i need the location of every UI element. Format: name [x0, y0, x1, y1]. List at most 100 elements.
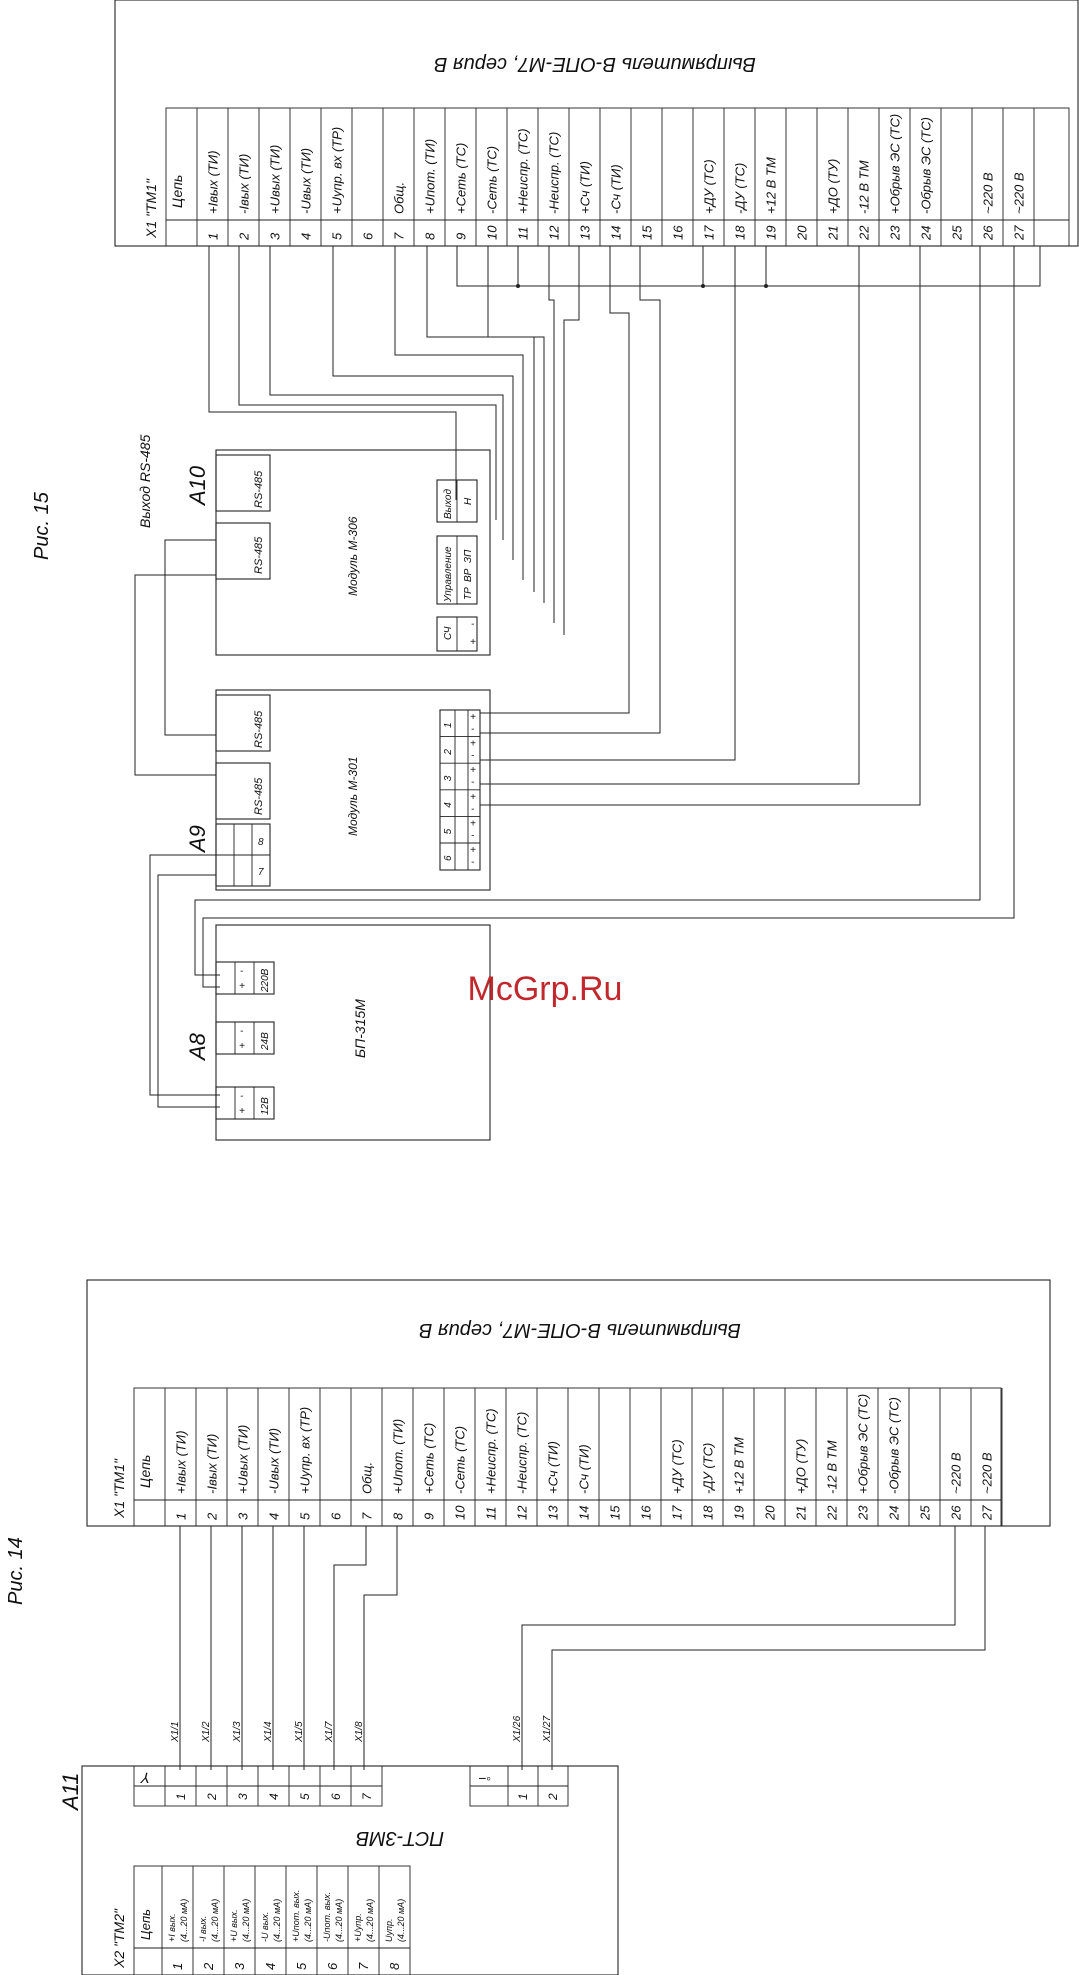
- a11-pin-2: 2: [205, 1793, 219, 1801]
- fig14-terminal-16-num: 16: [639, 1505, 654, 1520]
- fig15-terminal-3-label: +Uвых (ТИ): [268, 145, 283, 214]
- x2-row-5-num: 5: [294, 1962, 309, 1970]
- a9-pin-1: 1: [443, 722, 454, 728]
- x2-header: X2 "TM2": [111, 1908, 127, 1969]
- wire-label-7: X1/7: [324, 1721, 335, 1743]
- x2-row-3-num: 3: [232, 1962, 247, 1970]
- x2-row-4-num: 4: [263, 1963, 278, 1970]
- a8-220: 220В: [260, 968, 271, 993]
- fig14-terminal-7-label: Общ.: [360, 1462, 375, 1494]
- fig14-terminal-12-label: -Неиспр. (ТС): [515, 1412, 530, 1494]
- a8-module: A8 БП-315М 220В 24В 12В -+-+-+: [185, 924, 491, 1141]
- fig14-terminal-6-num: 6: [329, 1512, 344, 1520]
- a11-ref: A11: [58, 1772, 83, 1812]
- a9-pin8: 8: [258, 837, 264, 848]
- wire-label-26: X1/26: [512, 1715, 523, 1743]
- fig14-terminal-26-num: 26: [949, 1505, 964, 1521]
- fig14-terminal-18-num: 18: [701, 1505, 716, 1520]
- fig14-terminal-5-num: 5: [298, 1512, 313, 1520]
- fig15-terminal-4-label: -Uвых (ТИ): [299, 148, 314, 214]
- a10-minus: -: [471, 619, 475, 630]
- fig14-terminal-1-num: 1: [174, 1513, 189, 1520]
- fig15-terminal-1-num: 1: [206, 233, 221, 240]
- fig14-terminal-12-num: 12: [515, 1505, 530, 1520]
- watermark: McGrp.Ru: [468, 970, 623, 1008]
- a9-pin-plus: +: [470, 739, 476, 750]
- fig15-terminal-15-num: 15: [640, 225, 655, 240]
- fig15-terminal-1-label: +Iвых (ТИ): [206, 150, 221, 214]
- wire-label-1: X1/1: [170, 1721, 181, 1743]
- wire-label-4: X1/4: [263, 1721, 274, 1743]
- x2-row-3-range: (4...20 мА): [241, 1899, 251, 1942]
- fig14-terminal-21-num: 21: [794, 1506, 809, 1521]
- x2-row-8-num: 8: [387, 1962, 402, 1970]
- fig14-terminal-strip: 1+Iвых (ТИ)2-Iвых (ТИ)3+Uвых (ТИ)4-Uвых …: [111, 1387, 1003, 1527]
- fig14-device-box: [86, 1279, 1051, 1527]
- fig15-terminal-27-num: 27: [1012, 225, 1027, 241]
- fig15-terminal-16-num: 16: [671, 225, 686, 240]
- a11-power-pin-1: 1: [516, 1793, 530, 1800]
- fig14-terminal-10-label: -Сеть (ТС): [453, 1426, 468, 1494]
- fig15-terminal-13-label: +Сч (ТИ): [578, 161, 593, 214]
- a8-module-name: БП-315М: [352, 999, 368, 1058]
- x2-row-1-num: 1: [170, 1963, 185, 1970]
- a9-pin-4: 4: [443, 802, 454, 808]
- a9-pin-minus: -: [471, 724, 475, 735]
- a8-12: 12В: [260, 1097, 271, 1115]
- fig15-terminal-20-num: 20: [795, 225, 810, 241]
- fig14-terminal-8-label: +Uпот. (ТИ): [391, 1419, 406, 1494]
- fig15-terminal-26-num: 26: [981, 225, 996, 241]
- fig15-terminal-17-label: +ДУ (ТС): [702, 159, 717, 214]
- fig14-terminal-13-label: +Сч (ТИ): [546, 1441, 561, 1494]
- a10-upravlenie: Управление: [443, 546, 454, 603]
- fig15-terminal-strip: 1+Iвых (ТИ)2-Iвых (ТИ)3+Uвых (ТИ)4-Uвых …: [143, 107, 1070, 247]
- a10-h: H: [463, 497, 474, 505]
- fig15-terminal-24-num: 24: [919, 226, 934, 241]
- x2-row-2-label: -I вых.: [198, 1916, 208, 1942]
- fig15: Рис. 15 Выпрямитель В-ОПЕ-М7, серия В 1+…: [31, 0, 1079, 1141]
- a10-vyhod: Выход: [443, 489, 454, 519]
- fig14-wires: X1/1 X1/2 X1/3 X1/4 X1/5 X1/7 X1/8 X1/26…: [170, 1526, 986, 1770]
- fig14-terminal-17-num: 17: [670, 1505, 685, 1520]
- fig15-terminal-2-label: -Iвых (ТИ): [237, 154, 252, 214]
- x2-row-7-range: (4...20 мА): [365, 1899, 375, 1942]
- a8-minus: -: [240, 1091, 244, 1102]
- a11-pin-6: 6: [329, 1793, 343, 1800]
- fig15-caption: Рис. 15: [31, 491, 53, 560]
- fig15-terminal-5-num: 5: [330, 232, 345, 240]
- a9-pin-minus: -: [471, 751, 475, 762]
- fig14-terminal-1-label: +Iвых (ТИ): [174, 1430, 189, 1494]
- fig14-terminal-3-num: 3: [236, 1512, 251, 1520]
- fig15-terminal-6-num: 6: [361, 232, 376, 240]
- fig15-terminal-12-num: 12: [547, 225, 562, 240]
- x2-row-4-label: -U вых.: [260, 1912, 270, 1942]
- a10-module-name: Модуль М-306: [346, 516, 360, 596]
- fig14-terminal-27-label: ~220 В: [980, 1452, 995, 1494]
- fig14-terminal-10-num: 10: [453, 1505, 468, 1520]
- fig14-terminal-20-num: 20: [763, 1505, 778, 1521]
- a9-pin-minus: -: [471, 777, 475, 788]
- a10-tr: ТР: [463, 587, 474, 600]
- fig14-terminal-23-label: +Обрыв ЭС (ТС): [856, 1394, 871, 1494]
- a9-module-name: Модуль М-301: [346, 757, 360, 836]
- fig15-terminal-13-num: 13: [578, 225, 593, 240]
- fig14-terminal-18-label: -ДУ (ТС): [701, 1443, 716, 1494]
- a9-port1: RS-485: [253, 710, 265, 748]
- a9-pin7: 7: [258, 867, 264, 878]
- a9-module: A9 RS-485 RS-485 Модуль М-301 8 7 1+-2+-…: [185, 689, 491, 891]
- a11-input-symbol: ⅄: [139, 1770, 149, 1786]
- fig14-terminal-24-num: 24: [887, 1506, 902, 1521]
- fig15-terminal-10-num: 10: [485, 225, 500, 240]
- a11-pin-1: 1: [174, 1793, 188, 1800]
- x2-row-7-label: +Uупр.: [353, 1913, 363, 1942]
- fig14-terminal-22-num: 22: [825, 1505, 840, 1521]
- x2-row-6-num: 6: [325, 1962, 340, 1970]
- fig14-terminal-4-num: 4: [267, 1513, 282, 1520]
- x2-circuit-header: Цепь: [138, 1909, 153, 1940]
- a9-pin-3: 3: [443, 775, 454, 781]
- a8-ref: A8: [185, 1032, 210, 1062]
- fig15-terminal-24-label: -Обрыв ЭС (ТС): [919, 117, 934, 214]
- fig15-terminal-7-label: Общ.: [392, 182, 407, 214]
- fig15-terminal-19-num: 19: [764, 226, 779, 240]
